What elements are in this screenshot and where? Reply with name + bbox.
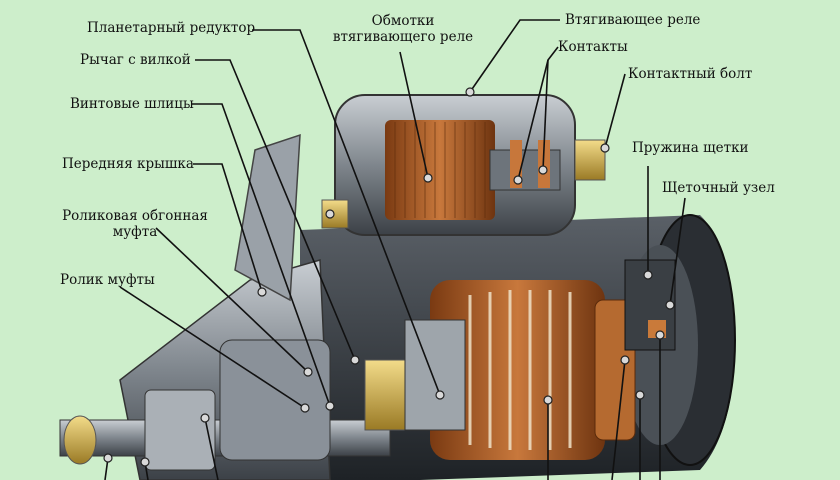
label-brush-spring: Пружина щетки bbox=[632, 140, 749, 156]
marker-planetary bbox=[435, 390, 445, 400]
marker-splines bbox=[325, 401, 335, 411]
planetary-gears bbox=[404, 319, 466, 431]
marker-contacts bbox=[513, 175, 523, 185]
leader-brush-assembly bbox=[669, 197, 686, 306]
leader-front-cover bbox=[193, 163, 263, 293]
label-solenoid: Втягивающее реле bbox=[565, 12, 701, 28]
marker-bottom-2 bbox=[655, 330, 665, 340]
label-pull-in-windings-line1: Обмотки bbox=[371, 13, 435, 29]
label-overrunning-clutch-line1: Роликовая обгонная bbox=[62, 208, 208, 224]
leader-contacts-2 bbox=[542, 59, 549, 171]
marker-drive-3 bbox=[200, 413, 210, 423]
marker-windings bbox=[423, 173, 433, 183]
marker-dots bbox=[103, 87, 675, 467]
leader-drive-3 bbox=[204, 417, 219, 480]
leader-solenoid bbox=[469, 19, 560, 93]
label-contacts: Контакты bbox=[558, 39, 628, 55]
label-overrunning-clutch-line2: муфта bbox=[112, 224, 158, 240]
drive-pinion bbox=[144, 389, 216, 471]
armature-slots bbox=[468, 290, 572, 450]
label-pull-in-windings: Обмотки втягивающего реле bbox=[318, 13, 488, 45]
leader-splines bbox=[192, 103, 331, 407]
shaft-end bbox=[63, 415, 97, 465]
leader-planetary bbox=[252, 29, 441, 396]
label-clutch-roller: Ролик муфты bbox=[60, 272, 155, 288]
leader-contact-bolt bbox=[604, 73, 626, 149]
marker-drive-1 bbox=[103, 453, 113, 463]
leader-commutator bbox=[611, 359, 626, 480]
marker-armature bbox=[543, 395, 553, 405]
contact-bolt-shape bbox=[574, 139, 606, 181]
marker-commutator bbox=[620, 355, 630, 365]
leader-roller bbox=[119, 286, 306, 409]
leader-windings bbox=[399, 51, 429, 179]
marker-front-cover bbox=[257, 287, 267, 297]
label-fork-lever: Рычаг с вилкой bbox=[80, 52, 191, 68]
marker-solenoid bbox=[465, 87, 475, 97]
label-front-cover: Передняя крышка bbox=[62, 156, 194, 172]
winding-lines bbox=[394, 122, 486, 218]
marker-contacts-2 bbox=[538, 165, 548, 175]
label-pull-in-windings-line2: втягивающего реле bbox=[332, 29, 474, 45]
marker-fork-lever bbox=[350, 355, 360, 365]
solenoid-winding bbox=[385, 120, 495, 220]
label-contact-bolt: Контактный болт bbox=[628, 66, 753, 82]
marker-bolt bbox=[325, 209, 335, 219]
leader-clutch bbox=[155, 227, 309, 373]
marker-bottom-1 bbox=[635, 390, 645, 400]
label-overrunning-clutch: Роликовая обгонная муфта bbox=[45, 208, 225, 240]
leader-fork-lever bbox=[195, 59, 356, 361]
marker-brush-spring bbox=[643, 270, 653, 280]
marker-clutch bbox=[303, 367, 313, 377]
front-cover-rib bbox=[234, 133, 301, 302]
label-helical-splines: Винтовые шлицы bbox=[70, 96, 194, 112]
clutch-brass-ring bbox=[364, 359, 406, 431]
marker-brush-assembly bbox=[665, 300, 675, 310]
label-brush-assembly: Щеточный узел bbox=[662, 180, 775, 196]
leader-lines bbox=[104, 19, 686, 480]
marker-drive-2 bbox=[140, 457, 150, 467]
marker-contact-bolt bbox=[600, 143, 610, 153]
label-planetary-gear: Планетарный редуктор bbox=[87, 20, 256, 36]
marker-roller bbox=[300, 403, 310, 413]
armature-core bbox=[430, 280, 605, 460]
